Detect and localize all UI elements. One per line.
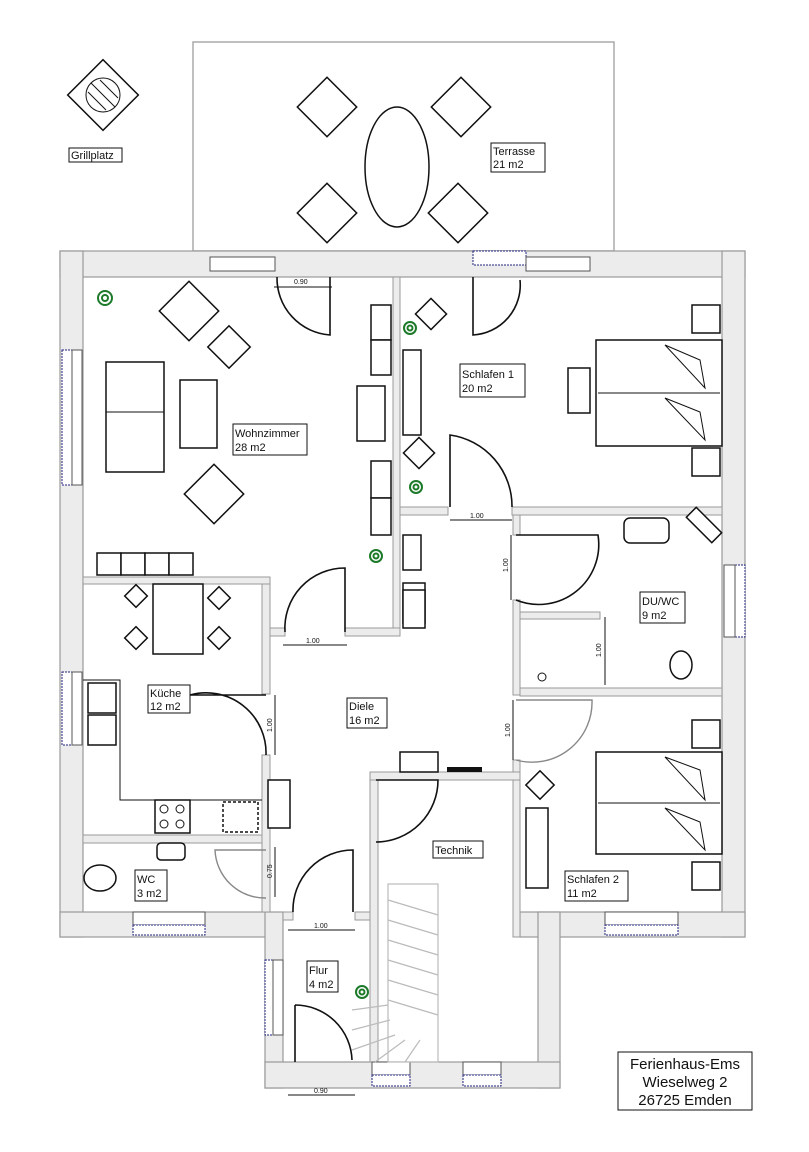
stove bbox=[356, 385, 386, 442]
wc-toilet bbox=[83, 864, 117, 892]
grill-icon bbox=[66, 58, 140, 132]
cooktop bbox=[154, 799, 191, 834]
staircase bbox=[387, 883, 439, 1063]
dim-flur-door: 1.00 bbox=[314, 923, 328, 930]
dim-kueche-door: 1.00 bbox=[267, 718, 274, 732]
room-schlafen1-name: Schlafen 1 bbox=[462, 369, 514, 381]
dim-entrance-door: 0.90 bbox=[314, 1088, 328, 1095]
dim-terrace-door: 0.90 bbox=[294, 279, 308, 286]
dining-table bbox=[152, 583, 204, 655]
room-technik-name: Technik bbox=[435, 845, 473, 857]
room-wohnzimmer-name: Wohnzimmer bbox=[235, 428, 300, 440]
room-schlafen1-area: 20 m2 bbox=[462, 383, 493, 395]
coffee-table bbox=[179, 379, 218, 449]
title-block bbox=[617, 1051, 753, 1111]
terrace-area: 21 m2 bbox=[493, 159, 524, 171]
grill-label-box bbox=[68, 147, 123, 163]
dim-wc-door: 0.75 bbox=[267, 864, 274, 878]
armchair bbox=[158, 280, 220, 342]
dim-schlafen2-door: 1.00 bbox=[505, 723, 512, 737]
furniture bbox=[83, 280, 723, 1063]
room-wc-name: WC bbox=[137, 874, 155, 886]
dim-shower: 1.00 bbox=[596, 643, 603, 657]
plant-icons bbox=[97, 290, 423, 999]
dimension-lines bbox=[274, 286, 606, 1096]
room-schlafen2-area: 11 m2 bbox=[567, 888, 597, 900]
title-line-1: Ferienhaus-Ems bbox=[630, 1056, 740, 1073]
washbasin bbox=[623, 517, 670, 544]
title-line-2: Wieselweg 2 bbox=[642, 1074, 727, 1091]
room-kueche-area: 12 m2 bbox=[150, 701, 181, 713]
terrace-label: Terrasse bbox=[493, 146, 535, 158]
shower-icon bbox=[537, 672, 547, 682]
sofa bbox=[105, 361, 165, 473]
room-schlafen2-name: Schlafen 2 bbox=[567, 874, 619, 886]
room-flur-area: 4 m2 bbox=[309, 979, 333, 991]
room-wohnzimmer-area: 28 m2 bbox=[235, 442, 266, 454]
toilet bbox=[669, 650, 693, 680]
room-duwc-name: DU/WC bbox=[642, 596, 679, 608]
room-wc-area: 3 m2 bbox=[137, 888, 161, 900]
terrace-table bbox=[364, 106, 430, 228]
room-diele-name: Diele bbox=[349, 701, 374, 713]
armchair bbox=[183, 463, 245, 525]
doors[interactable] bbox=[189, 276, 600, 1062]
dim-duwc-door: 1.00 bbox=[503, 558, 510, 572]
room-duwc-area: 9 m2 bbox=[642, 610, 666, 622]
room-diele-area: 16 m2 bbox=[349, 715, 380, 727]
room-flur-name: Flur bbox=[309, 965, 328, 977]
dim-wohn-door: 1.00 bbox=[306, 638, 320, 645]
room-kueche-name: Küche bbox=[150, 688, 181, 700]
terrace-chairs bbox=[296, 76, 492, 244]
grill-label: Grillplatz bbox=[71, 150, 114, 162]
dim-schlafen1-door: 1.00 bbox=[470, 513, 484, 520]
title-line-3: 26725 Emden bbox=[638, 1092, 731, 1109]
